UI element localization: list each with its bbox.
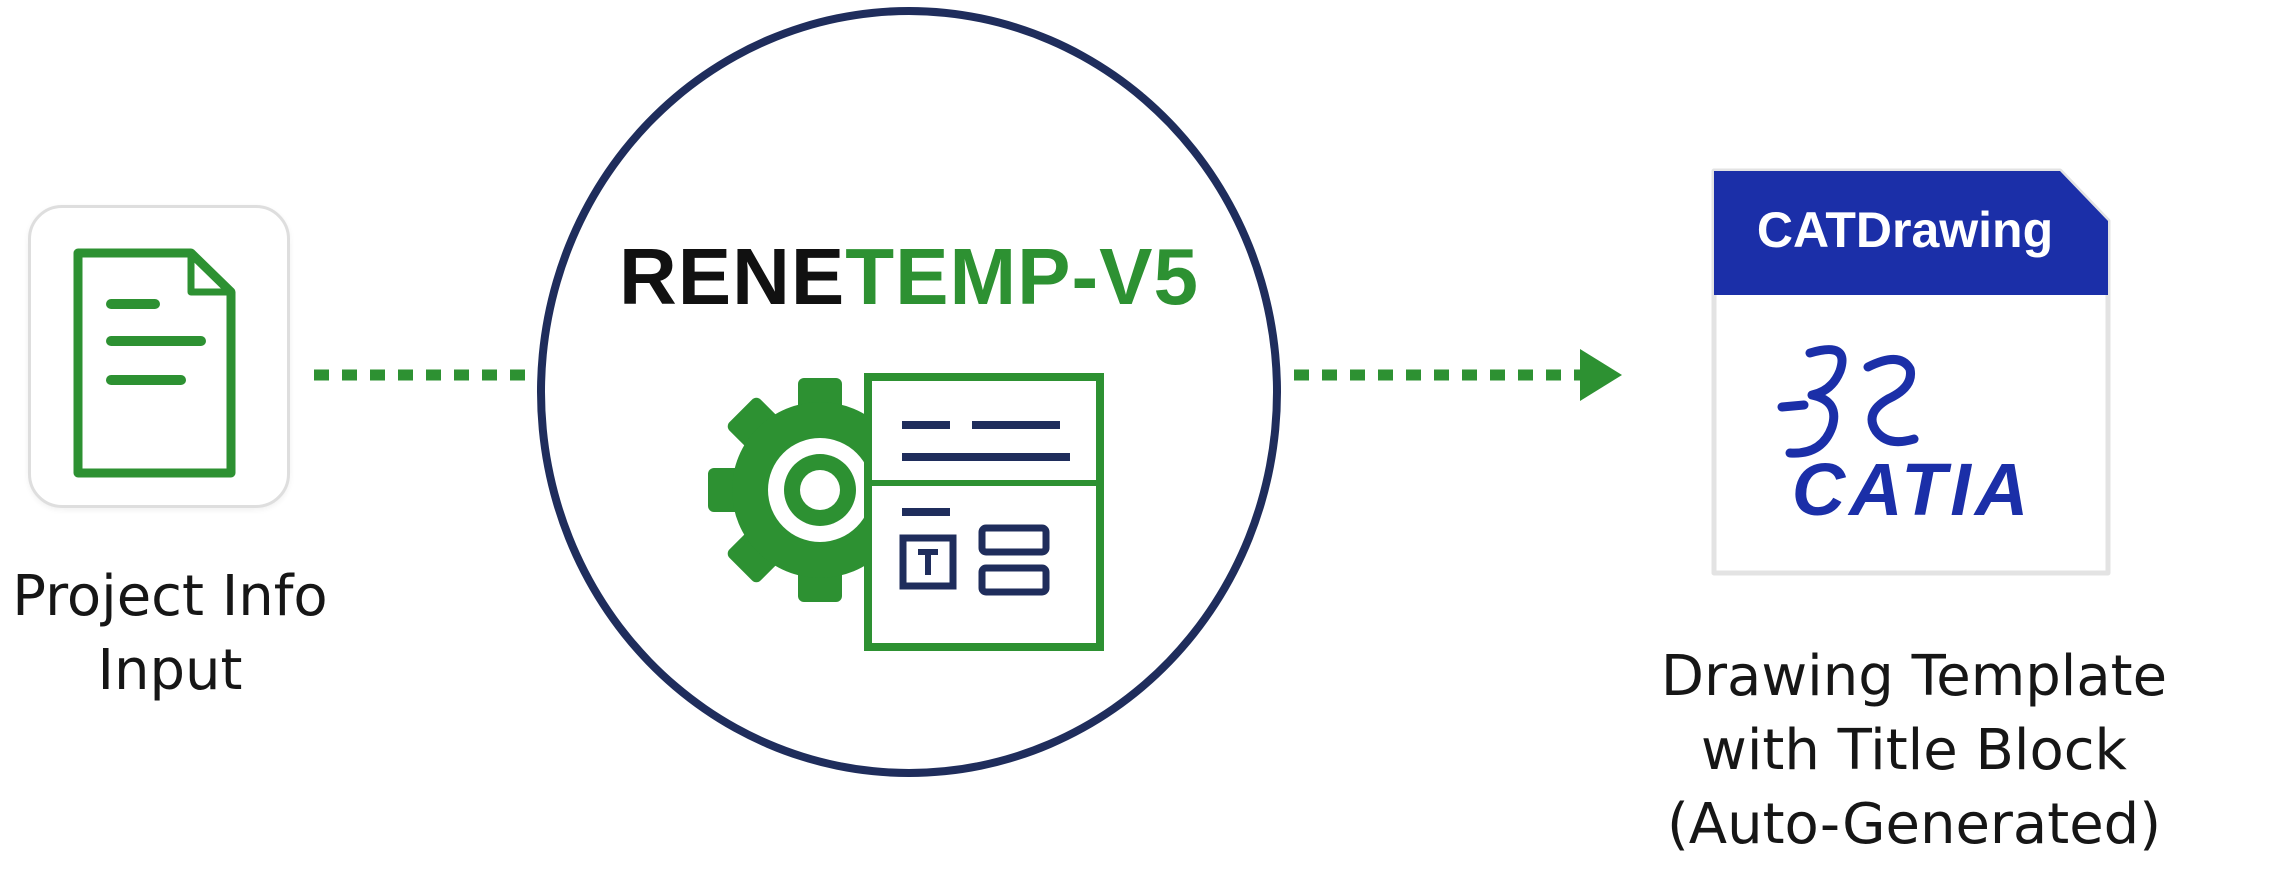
input-caption: Project Info Input — [0, 560, 340, 708]
engine-title: RENETEMP-V5 — [537, 232, 1281, 322]
engine-title-part2: TEMP-V5 — [845, 232, 1199, 321]
document-icon — [73, 248, 236, 478]
input-connector — [314, 369, 525, 381]
output-caption-line3: (Auto-Generated) — [1666, 792, 2162, 857]
project-info-card — [28, 205, 290, 508]
output-caption: Drawing Template with Title Block (Auto-… — [1584, 640, 2244, 862]
output-caption-line1: Drawing Template — [1660, 644, 2168, 709]
input-caption-line1: Project Info — [12, 564, 328, 629]
file-extension-label: CATDrawing — [1756, 202, 2054, 258]
output-connector — [1294, 349, 1622, 401]
catdrawing-file-icon — [1711, 168, 2111, 576]
gear-template-icon — [708, 373, 1104, 651]
arrow-head-icon — [1580, 349, 1622, 401]
engine-title-part1: RENE — [619, 232, 846, 321]
input-caption-line2: Input — [97, 638, 243, 703]
catia-wordmark: CATIA — [1791, 448, 2033, 531]
3ds-logo — [1777, 345, 1919, 458]
output-caption-line2: with Title Block — [1701, 718, 2127, 783]
template-sheet-icon — [864, 373, 1104, 651]
